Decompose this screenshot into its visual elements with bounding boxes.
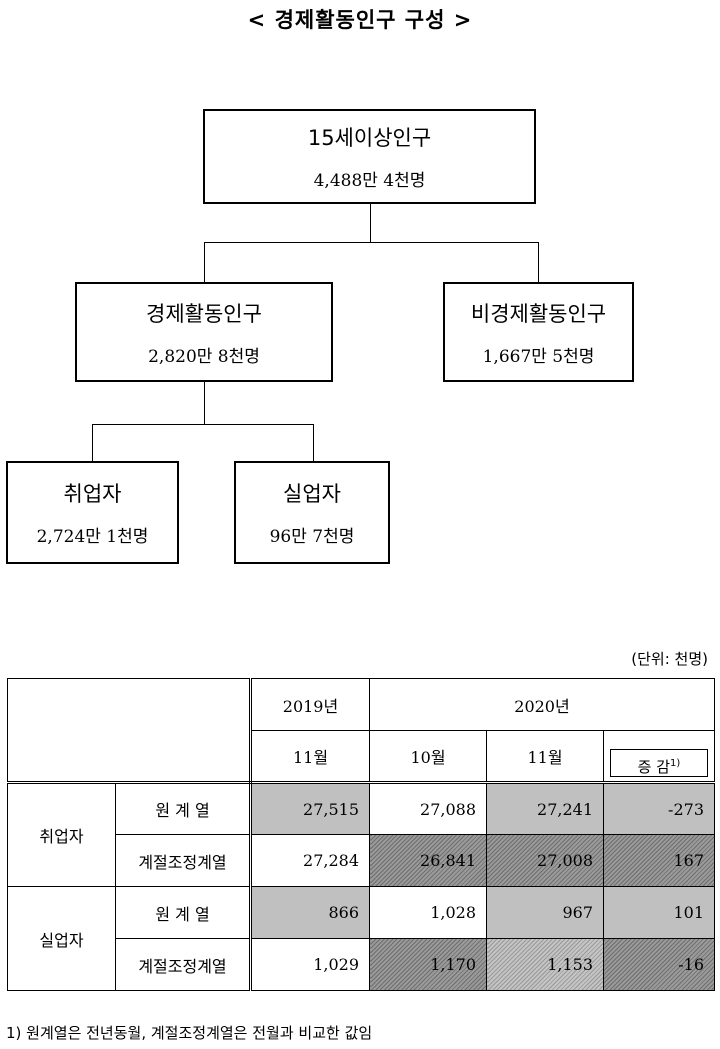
group-label-employed: 취업자 bbox=[7, 782, 116, 887]
change-label: 증 감 bbox=[637, 758, 671, 776]
cell-value: 26,841 bbox=[369, 834, 487, 887]
box-value: 2,724만 1천명 bbox=[36, 527, 149, 547]
row-label: 원 계 열 bbox=[115, 782, 252, 835]
connector-line bbox=[92, 424, 93, 461]
connector-line bbox=[92, 424, 313, 425]
cell-value: 1,029 bbox=[250, 938, 370, 991]
box-population-15plus: 15세이상인구 4,488만 4천명 bbox=[203, 109, 536, 204]
table-row: 실업자 원 계 열 866 1,028 967 101 bbox=[7, 886, 715, 991]
cell-value: 1,170 bbox=[369, 938, 487, 991]
connector-line bbox=[204, 382, 205, 424]
row-label: 계절조정계열 bbox=[115, 938, 252, 991]
box-name: 취업자 bbox=[63, 482, 122, 506]
box-name: 비경제활동인구 bbox=[470, 301, 607, 326]
table-row: 계절조정계열 1,029 1,170 1,153 -16 bbox=[8, 938, 715, 991]
table-row: 취업자 원 계 열 27,515 27,088 27,241 -273 bbox=[7, 782, 715, 887]
table-corner bbox=[7, 678, 252, 784]
unit-label: (단위: 천명) bbox=[631, 650, 708, 668]
box-economically-active: 경제활동인구 2,820만 8천명 bbox=[75, 282, 333, 382]
connector-line bbox=[313, 424, 314, 461]
cell-value: 1,153 bbox=[486, 938, 604, 991]
cell-value: 167 bbox=[603, 834, 715, 887]
header-month: 11월 bbox=[486, 730, 604, 784]
cell-value: -16 bbox=[603, 938, 715, 991]
footnote: 1) 원계열은 전년동월, 계절조정계열은 전월과 비교한 값임 bbox=[6, 1024, 373, 1042]
box-name: 실업자 bbox=[283, 482, 341, 506]
header-month: 10월 bbox=[369, 730, 487, 784]
connector-line bbox=[370, 204, 371, 242]
page-title: < 경제활동인구 구성 > bbox=[247, 8, 473, 32]
header-year-2019: 2019년 bbox=[250, 678, 370, 731]
cell-value: 27,008 bbox=[486, 834, 604, 887]
box-unemployed: 실업자 96만 7천명 bbox=[234, 461, 390, 564]
box-value: 1,667만 5천명 bbox=[482, 346, 595, 367]
box-value: 96만 7천명 bbox=[269, 527, 355, 547]
table-row: 계절조정계열 27,284 26,841 27,008 167 bbox=[8, 834, 715, 887]
row-label: 원 계 열 bbox=[115, 886, 252, 939]
cell-value: 967 bbox=[486, 886, 604, 939]
box-name: 15세이상인구 bbox=[307, 126, 432, 150]
cell-value: 27,515 bbox=[250, 782, 370, 835]
cell-value: 866 bbox=[250, 886, 370, 939]
cell-value: 1,028 bbox=[369, 886, 487, 939]
cell-value: 27,088 bbox=[369, 782, 487, 835]
box-value: 2,820만 8천명 bbox=[148, 346, 260, 367]
cell-value: 27,284 bbox=[250, 834, 370, 887]
connector-line bbox=[204, 242, 538, 243]
cell-value: 101 bbox=[603, 886, 715, 939]
header-month: 11월 bbox=[250, 730, 370, 784]
cell-value: 27,241 bbox=[486, 782, 604, 835]
connector-line bbox=[204, 242, 205, 282]
connector-line bbox=[538, 242, 539, 282]
header-change: 증 감1) bbox=[603, 730, 715, 784]
change-label-box: 증 감1) bbox=[610, 749, 708, 777]
change-footnote-mark: 1) bbox=[670, 758, 681, 769]
box-employed: 취업자 2,724만 1천명 bbox=[6, 461, 179, 564]
cell-value: -273 bbox=[603, 782, 715, 835]
row-label: 계절조정계열 bbox=[115, 834, 252, 887]
box-value: 4,488만 4천명 bbox=[313, 171, 426, 191]
box-name: 경제활동인구 bbox=[146, 301, 262, 326]
box-economically-inactive: 비경제활동인구 1,667만 5천명 bbox=[443, 282, 634, 382]
stats-table: 2019년 2020년 11월 10월 11월 증 감1) 취업자 원 계 열 … bbox=[7, 678, 715, 991]
group-label-unemployed: 실업자 bbox=[7, 886, 116, 991]
header-year-2020: 2020년 bbox=[369, 678, 715, 731]
